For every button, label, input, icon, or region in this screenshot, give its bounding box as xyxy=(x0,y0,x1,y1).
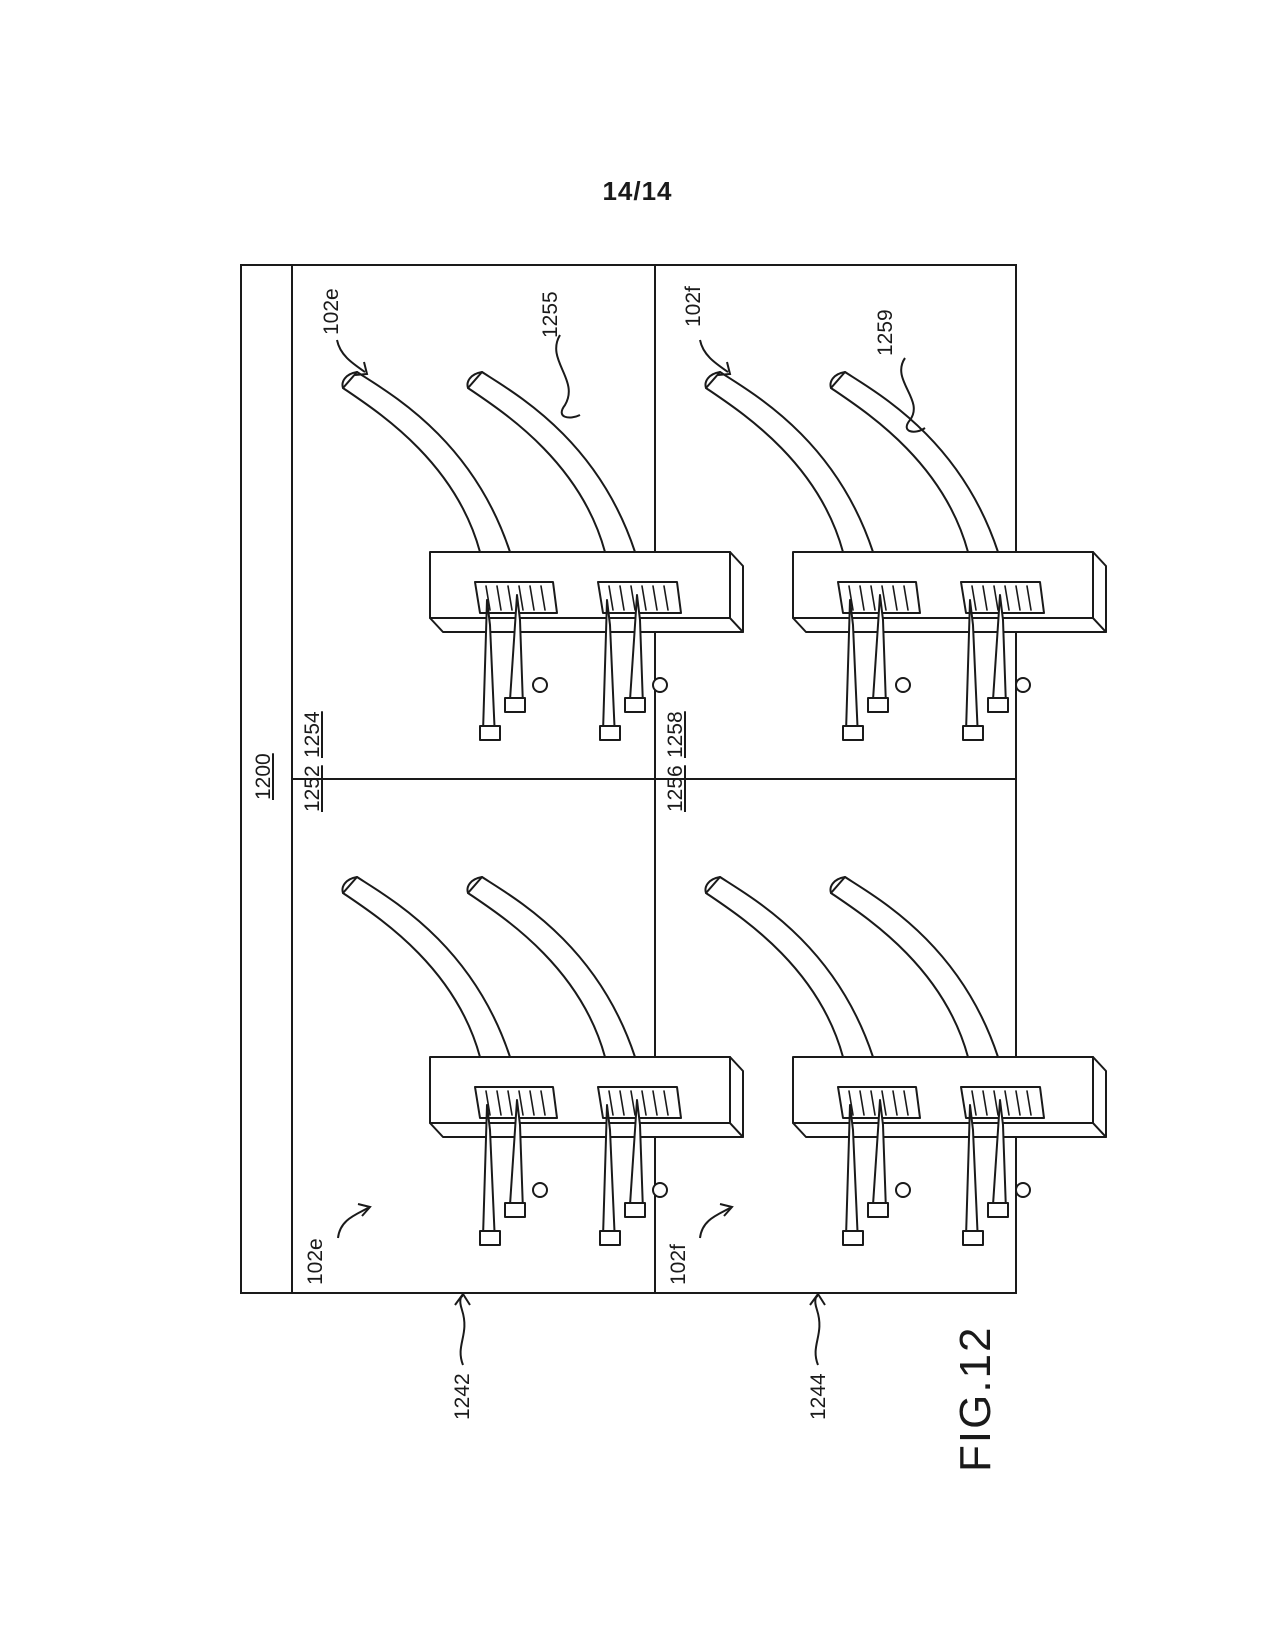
label-1255: 1255 xyxy=(539,291,562,338)
leader-lines xyxy=(336,334,926,1366)
label-1256: 1256 xyxy=(664,765,687,812)
label-1259: 1259 xyxy=(874,309,897,356)
label-102f-top: 102f xyxy=(682,286,705,327)
label-102e-bottom: 102e xyxy=(304,1238,327,1285)
label-1258: 1258 xyxy=(664,711,687,758)
label-1242: 1242 xyxy=(451,1373,474,1420)
label-102f-bottom: 102f xyxy=(667,1244,690,1285)
device-illustration-1256 xyxy=(704,876,1107,1246)
label-1244: 1244 xyxy=(807,1373,830,1420)
label-1200: 1200 xyxy=(252,753,275,800)
label-1254: 1254 xyxy=(301,711,324,758)
label-1252: 1252 xyxy=(301,765,324,812)
sheet-number: 14/14 xyxy=(602,176,673,206)
panel-frame xyxy=(240,264,1017,1294)
label-102e-top: 102e xyxy=(320,288,343,335)
device-illustration-1254 xyxy=(341,371,744,741)
device-illustration-1252 xyxy=(341,876,744,1246)
figure-title: FIG.12 xyxy=(951,1325,1000,1473)
